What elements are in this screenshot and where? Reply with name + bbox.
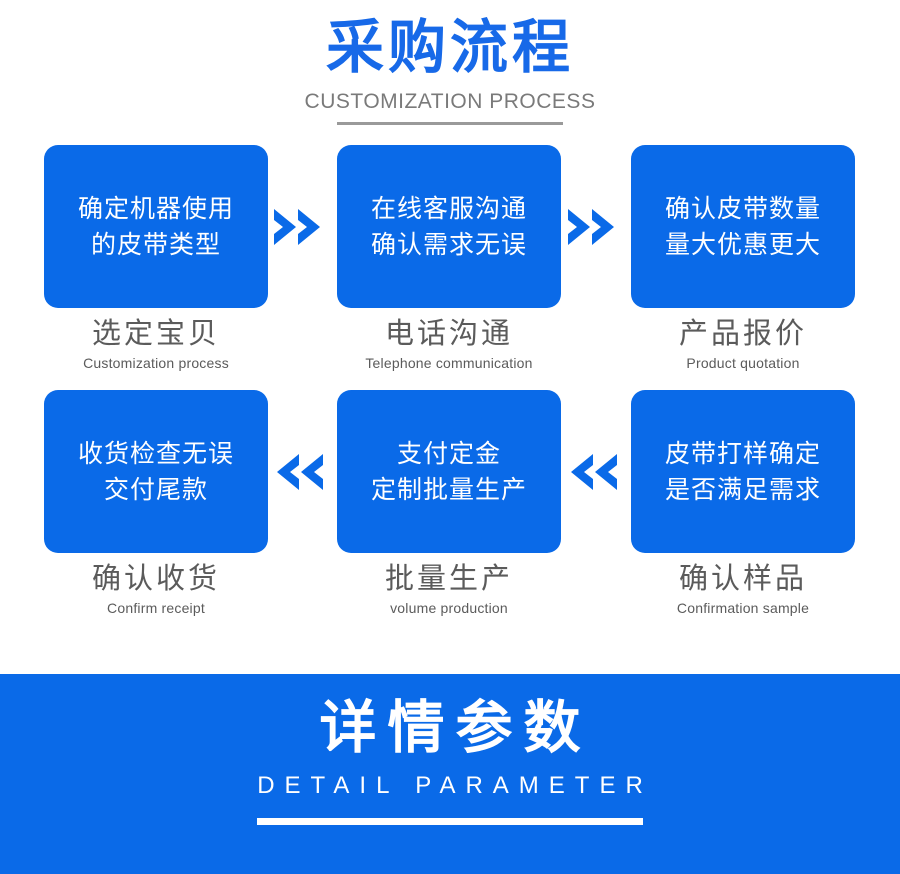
step-box-line-1: 支付定金 bbox=[396, 439, 501, 468]
step-caption-en: Customization process bbox=[83, 354, 229, 371]
chevron-left-double-icon bbox=[567, 448, 621, 496]
step-caption-en: Product quotation bbox=[686, 354, 800, 371]
step-box-line-1: 确定机器使用 bbox=[77, 194, 234, 223]
step-caption-cn: 电话沟通 bbox=[384, 316, 513, 350]
chevron-right-double-icon bbox=[272, 203, 326, 251]
process-row-2: 收货检查无误 交付尾款 确认收货 Confirm receipt 支付定金 定制… bbox=[0, 390, 900, 635]
process-step-1[interactable]: 确定机器使用 的皮带类型 选定宝贝 Customization process bbox=[44, 145, 268, 371]
step-caption-cn: 确认收货 bbox=[91, 561, 220, 595]
page-title: 采购流程 bbox=[325, 13, 574, 81]
chevron-left-double-icon bbox=[273, 448, 327, 496]
step-box[interactable]: 收货检查无误 交付尾款 bbox=[44, 390, 268, 553]
step-box[interactable]: 支付定金 定制批量生产 bbox=[337, 390, 561, 553]
step-caption-cn: 批量生产 bbox=[384, 561, 513, 595]
step-box[interactable]: 皮带打样确定 是否满足需求 bbox=[631, 390, 855, 553]
step-box-line-1: 确认皮带数量 bbox=[664, 194, 821, 223]
process-step-6[interactable]: 收货检查无误 交付尾款 确认收货 Confirm receipt bbox=[44, 390, 268, 616]
process-row-1: 确定机器使用 的皮带类型 选定宝贝 Customization process … bbox=[0, 145, 900, 390]
step-caption-cn: 选定宝贝 bbox=[91, 316, 220, 350]
step-box-line-2: 的皮带类型 bbox=[90, 229, 221, 259]
chevron-right-double-icon bbox=[566, 203, 620, 251]
step-box-line-2: 确认需求无误 bbox=[370, 229, 527, 259]
step-caption-en: volume production bbox=[390, 599, 508, 616]
banner-subtitle: DETAIL PARAMETER bbox=[257, 771, 653, 799]
step-caption-en: Confirm receipt bbox=[107, 599, 205, 616]
process-step-5[interactable]: 支付定金 定制批量生产 批量生产 volume production bbox=[337, 390, 561, 616]
step-box-line-2: 定制批量生产 bbox=[370, 474, 527, 504]
process-flow: 确定机器使用 的皮带类型 选定宝贝 Customization process … bbox=[0, 145, 900, 635]
step-caption-en: Confirmation sample bbox=[676, 599, 810, 616]
header-divider bbox=[337, 122, 563, 125]
process-step-3[interactable]: 确认皮带数量 量大优惠更大 产品报价 Product quotation bbox=[631, 145, 855, 371]
step-box-line-2: 是否满足需求 bbox=[664, 474, 821, 504]
step-box[interactable]: 确定机器使用 的皮带类型 bbox=[44, 145, 268, 308]
banner-divider bbox=[257, 817, 643, 825]
step-box[interactable]: 确认皮带数量 量大优惠更大 bbox=[631, 145, 855, 308]
step-box-line-2: 交付尾款 bbox=[103, 474, 208, 504]
step-box-line-1: 收货检查无误 bbox=[77, 439, 234, 468]
page-header: 采购流程 CUSTOMIZATION PROCESS bbox=[0, 0, 900, 130]
step-box-line-2: 量大优惠更大 bbox=[664, 229, 821, 259]
process-step-2[interactable]: 在线客服沟通 确认需求无误 电话沟通 Telephone communicati… bbox=[337, 145, 561, 371]
step-caption-cn: 确认样品 bbox=[678, 561, 807, 595]
step-caption-cn: 产品报价 bbox=[678, 316, 807, 350]
banner-title: 详情参数 bbox=[319, 695, 592, 761]
step-caption-en: Telephone communication bbox=[365, 354, 533, 371]
step-box-line-1: 在线客服沟通 bbox=[370, 194, 527, 223]
process-step-4[interactable]: 皮带打样确定 是否满足需求 确认样品 Confirmation sample bbox=[631, 390, 855, 616]
detail-parameter-banner: 详情参数 DETAIL PARAMETER bbox=[0, 674, 900, 874]
step-box-line-1: 皮带打样确定 bbox=[664, 439, 821, 468]
step-box[interactable]: 在线客服沟通 确认需求无误 bbox=[337, 145, 561, 308]
page-subtitle: CUSTOMIZATION PROCESS bbox=[304, 90, 596, 113]
